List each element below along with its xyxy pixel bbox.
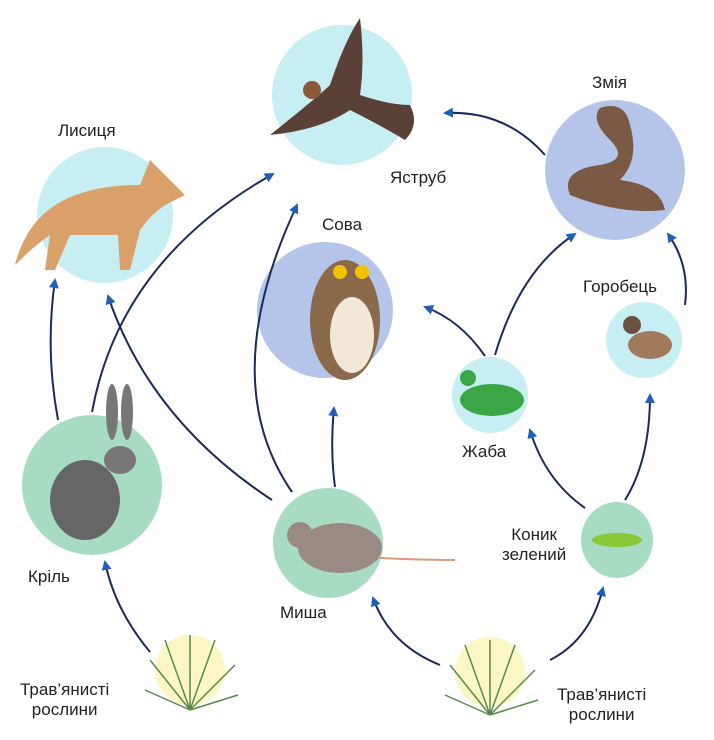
grass-right-icon [444,640,539,716]
sparrow-icon [623,316,672,359]
hawk-icon [270,18,414,140]
snake-label: Змія [592,73,627,92]
grasshopper-label-line2: зелений [502,545,567,564]
arrow-mouse-to-hawk [253,203,299,493]
arrow-grasshopper-to-sparrow [624,393,655,501]
arrow-rabbit-to-hawk [91,173,275,413]
arrow-grass-right-to-mouse [371,596,441,666]
mouse-icon [287,522,456,573]
mouse-label: Миша [280,603,327,622]
grass-left-label-line2: рослини [31,700,98,719]
rabbit-label: Кріль [28,567,70,586]
grasshopper-icon [592,533,642,547]
owl-label: Сова [322,215,363,234]
arrow-mouse-to-fox [105,294,273,501]
grass-right-label-line1: Трав’янисті [557,685,647,704]
hawk-label: Яструб [390,168,447,187]
grass-right-label-line2: рослини [568,705,635,724]
arrow-frog-to-owl [423,305,486,357]
snake-icon [568,106,665,211]
grass-left-icon [144,635,239,711]
fox-icon [15,160,185,270]
arrows [48,107,687,666]
arrow-grasshopper-to-frog [527,428,586,509]
grass-left-label: Трав’янисті рослини [20,680,109,720]
arrow-sparrow-to-snake [666,232,687,306]
grass-right-label: Трав’янисті рослини [557,685,646,725]
sparrow-label: Горобець [583,277,658,296]
frog-label: Жаба [462,442,507,461]
grass-left-label-line1: Трав’янисті [20,680,110,699]
arrow-snake-to-hawk [443,107,546,156]
arrow-grass-right-to-grasshopper [549,586,606,661]
arrow-frog-to-snake [494,232,577,356]
grasshopper-label-line1: Коник [511,525,557,544]
arrow-grass-left-to-rabbit [101,560,151,653]
fox-label: Лисиця [58,121,116,140]
arrow-mouse-to-owl [328,406,339,488]
arrow-rabbit-to-fox [48,278,59,421]
frog-icon [460,370,524,416]
owl-icon [310,260,380,380]
grasshopper-label: Коник зелений [502,525,566,565]
rabbit-icon [50,384,136,540]
